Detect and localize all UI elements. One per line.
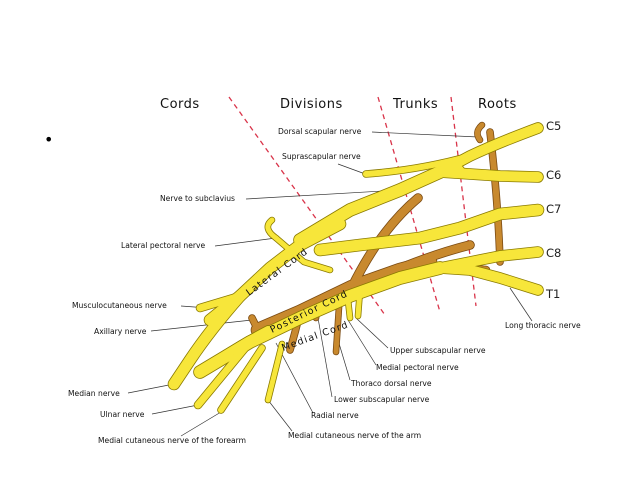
label-upper-subscapular: Upper subscapular nerve xyxy=(390,346,486,355)
root-c6: C6 xyxy=(546,168,561,182)
axillary-branch xyxy=(249,315,261,333)
root-c7-nerve xyxy=(314,204,544,256)
header-divisions: Divisions xyxy=(280,97,343,112)
ulnar-nerve xyxy=(194,338,254,409)
suprascapular-nerve xyxy=(363,153,473,177)
label-radial: Radial nerve xyxy=(311,411,359,420)
root-t1-nerve xyxy=(435,263,543,295)
subclavius-nerve xyxy=(445,162,465,173)
lateral-pectoral-loop xyxy=(265,217,279,241)
root-c5: C5 xyxy=(546,119,561,133)
leader-lines xyxy=(127,131,533,437)
lateral-cord-label: Lateral Cord xyxy=(244,246,310,298)
root-c6-nerve xyxy=(435,167,543,182)
label-lateral-pectoral: Lateral pectoral nerve xyxy=(121,241,206,250)
median-nerve xyxy=(168,290,246,390)
label-dorsal-scapular: Dorsal scapular nerve xyxy=(278,127,362,136)
c5-dorsal-stub xyxy=(474,122,485,143)
label-medial-cutaneous-forearm: Medial cutaneous nerve of the forearm xyxy=(98,436,246,445)
header-trunks: Trunks xyxy=(392,97,438,112)
medial-pectoral-nerve xyxy=(345,297,353,321)
root-c7: C7 xyxy=(546,202,561,216)
header-roots: Roots xyxy=(478,97,517,112)
label-thoraco-dorsal: Thoraco dorsal nerve xyxy=(350,379,432,388)
label-musculocutaneous: Musculocutaneous nerve xyxy=(72,301,167,310)
medial-cutaneous-forearm-nerve xyxy=(218,345,265,413)
label-long-thoracic: Long thoracic nerve xyxy=(505,321,581,330)
yellow-nerves xyxy=(167,122,545,414)
medial-cutaneous-arm-nerve xyxy=(265,341,285,403)
lateral-pectoral-descend xyxy=(273,235,333,273)
label-suprascapular: Suprascapular nerve xyxy=(282,152,361,161)
label-medial-cutaneous-arm: Medial cutaneous nerve of the arm xyxy=(288,431,421,440)
label-median: Median nerve xyxy=(68,389,120,398)
root-c8: C8 xyxy=(546,246,561,260)
upper-trunk xyxy=(294,166,446,246)
label-ulnar: Ulnar nerve xyxy=(100,410,145,419)
label-axillary: Axillary nerve xyxy=(94,327,147,336)
header-cords: Cords xyxy=(160,97,200,112)
label-lower-subscapular: Lower subscapular nerve xyxy=(334,395,430,404)
bullet-dot: • xyxy=(44,130,53,149)
label-medial-pectoral: Medial pectoral nerve xyxy=(376,363,459,372)
root-t1: T1 xyxy=(545,287,560,301)
posterior-division-middle xyxy=(378,241,474,280)
medial-median-root xyxy=(196,326,272,376)
upper-subscapular-nerve xyxy=(355,287,363,319)
label-subclavius: Nerve to subclavius xyxy=(160,194,235,203)
